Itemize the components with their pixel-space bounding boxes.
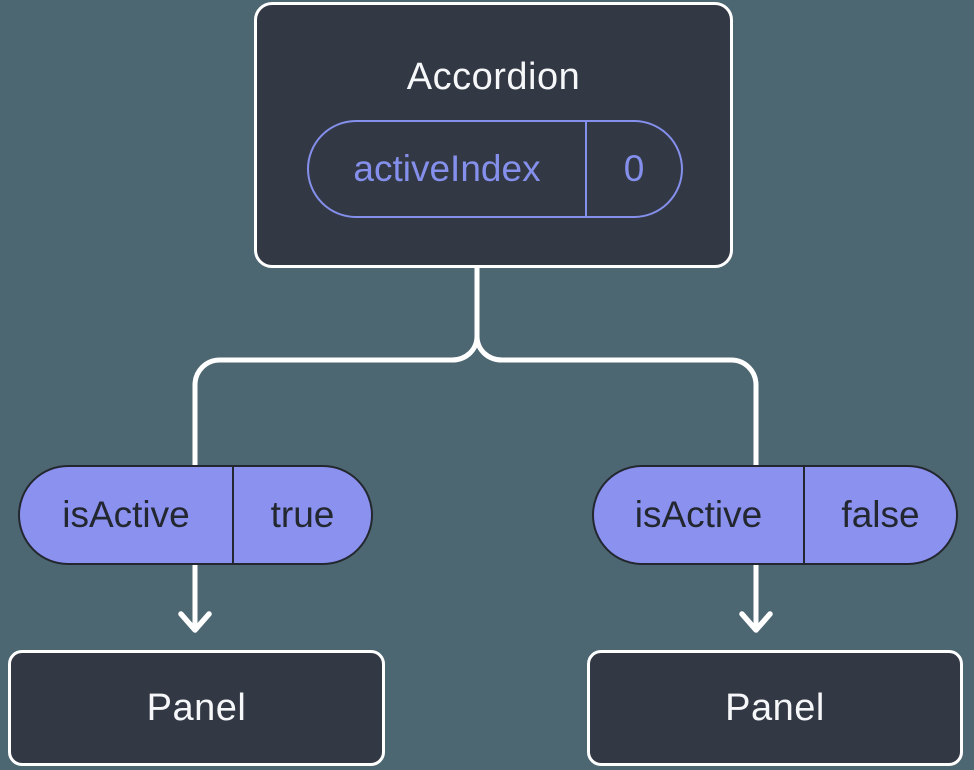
prop-value-label: false	[841, 494, 920, 535]
isactive-prop-pill-false: isActive false	[592, 465, 958, 565]
left-branch-line	[192, 335, 480, 466]
panel-node-title: Panel	[725, 686, 825, 729]
state-name-label: activeIndex	[309, 122, 587, 216]
right-branch-line	[474, 335, 759, 466]
activeindex-state-pill: activeIndex 0	[307, 120, 683, 218]
accordion-node-title: Accordion	[406, 56, 581, 98]
state-value-label: 0	[623, 148, 645, 189]
panel-node-title: Panel	[146, 686, 247, 729]
left-arrowhead-icon	[178, 611, 212, 633]
isactive-prop-pill-true: isActive true	[18, 465, 373, 565]
prop-value-label: true	[270, 494, 335, 535]
accordion-component-node: Accordion activeIndex 0	[254, 2, 733, 268]
right-arrowhead-icon	[739, 611, 773, 633]
prop-name-label: isActive	[594, 467, 805, 563]
panel-component-node-right: Panel	[587, 650, 963, 766]
panel-component-node-left: Panel	[8, 650, 385, 766]
prop-name-label: isActive	[20, 467, 234, 563]
